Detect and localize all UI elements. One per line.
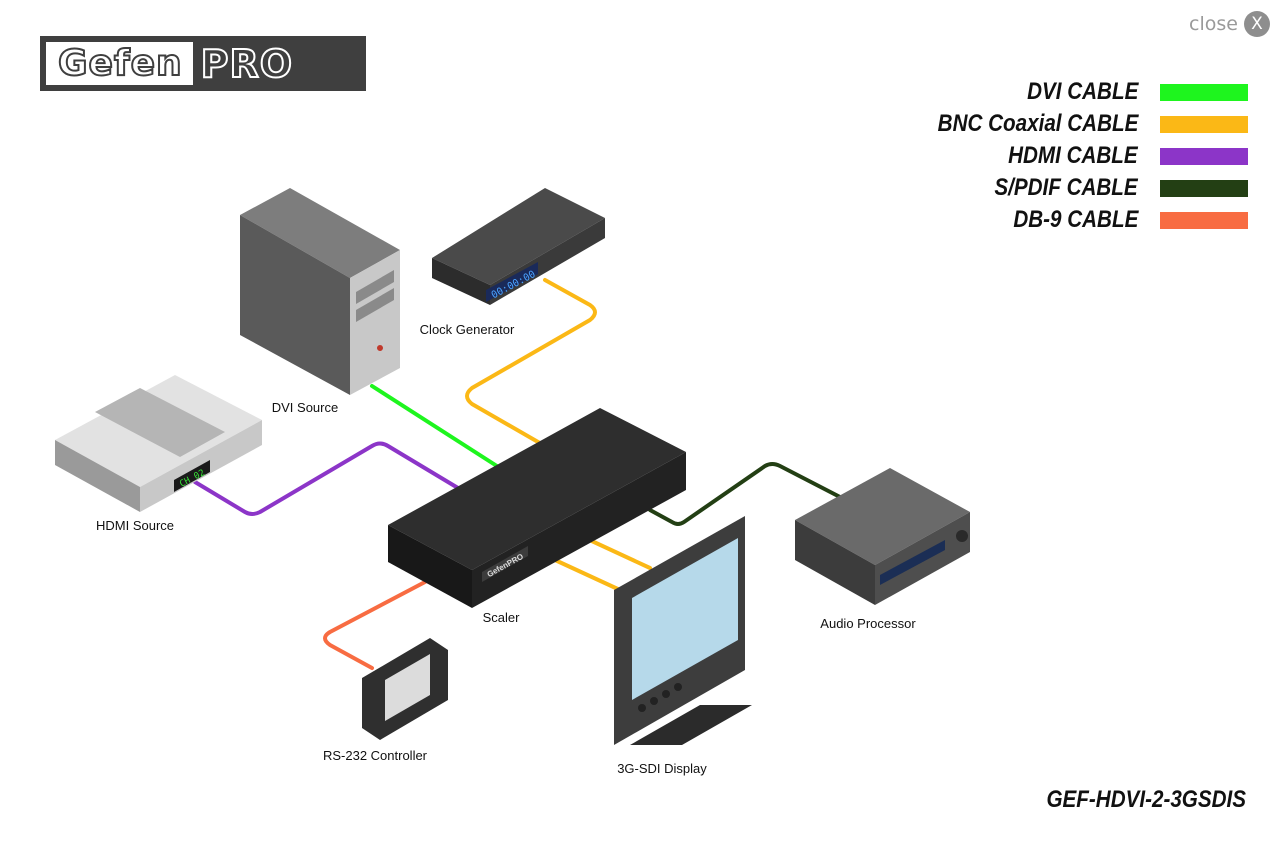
gefenpro-logo: Gefen PRO bbox=[40, 36, 366, 91]
legend-swatch bbox=[1160, 179, 1248, 197]
cable-spdif bbox=[648, 462, 842, 526]
label-hdmi-source: HDMI Source bbox=[96, 518, 174, 533]
label-scaler: Scaler bbox=[483, 610, 521, 625]
logo-text-pro: PRO bbox=[200, 41, 294, 87]
audio-processor-device bbox=[795, 468, 970, 605]
logo-text-gefen: Gefen bbox=[57, 42, 183, 85]
legend-swatch bbox=[1160, 211, 1248, 229]
dvi-source-device bbox=[240, 188, 400, 395]
cable-db9 bbox=[323, 580, 427, 670]
label-audio-processor: Audio Processor bbox=[820, 616, 916, 631]
close-button[interactable]: close X bbox=[1189, 11, 1270, 37]
legend-item-hdmi: HDMI CABLE bbox=[905, 140, 1248, 172]
cable-bnc-clock bbox=[465, 278, 597, 448]
legend-item-spdif: S/PDIF CABLE bbox=[905, 172, 1248, 204]
legend-swatch bbox=[1160, 115, 1248, 133]
legend-swatch bbox=[1160, 83, 1248, 101]
label-rs232-controller: RS-232 Controller bbox=[323, 748, 428, 763]
model-number: GEF-HDVI-2-3GSDIS bbox=[1046, 786, 1246, 813]
close-icon: X bbox=[1244, 11, 1270, 37]
legend-swatch bbox=[1160, 147, 1248, 165]
cable-hdmi bbox=[193, 441, 460, 516]
legend-label: DB-9 CABLE bbox=[1013, 206, 1138, 233]
legend-label: HDMI CABLE bbox=[1008, 142, 1138, 169]
scaler-device: GefenPRO bbox=[388, 408, 686, 608]
close-label: close bbox=[1189, 13, 1238, 35]
hdmi-source-device: CH 02 bbox=[55, 375, 262, 512]
legend-item-dvi: DVI CABLE bbox=[905, 76, 1248, 108]
cable-legend: DVI CABLE BNC Coaxial CABLE HDMI CABLE S… bbox=[905, 76, 1248, 236]
rs232-controller-device bbox=[362, 638, 448, 740]
legend-item-db9: DB-9 CABLE bbox=[905, 204, 1248, 236]
clock-generator-device: 00:00:00 bbox=[432, 188, 605, 305]
label-display: 3G-SDI Display bbox=[617, 761, 707, 776]
cable-dvi bbox=[370, 384, 502, 470]
label-clock-generator: Clock Generator bbox=[420, 322, 515, 337]
legend-label: S/PDIF CABLE bbox=[994, 174, 1138, 201]
legend-label: DVI CABLE bbox=[1026, 78, 1138, 105]
display-device bbox=[614, 516, 752, 745]
legend-item-bnc: BNC Coaxial CABLE bbox=[905, 108, 1248, 140]
label-dvi-source: DVI Source bbox=[272, 400, 338, 415]
legend-label: BNC Coaxial CABLE bbox=[937, 110, 1138, 137]
